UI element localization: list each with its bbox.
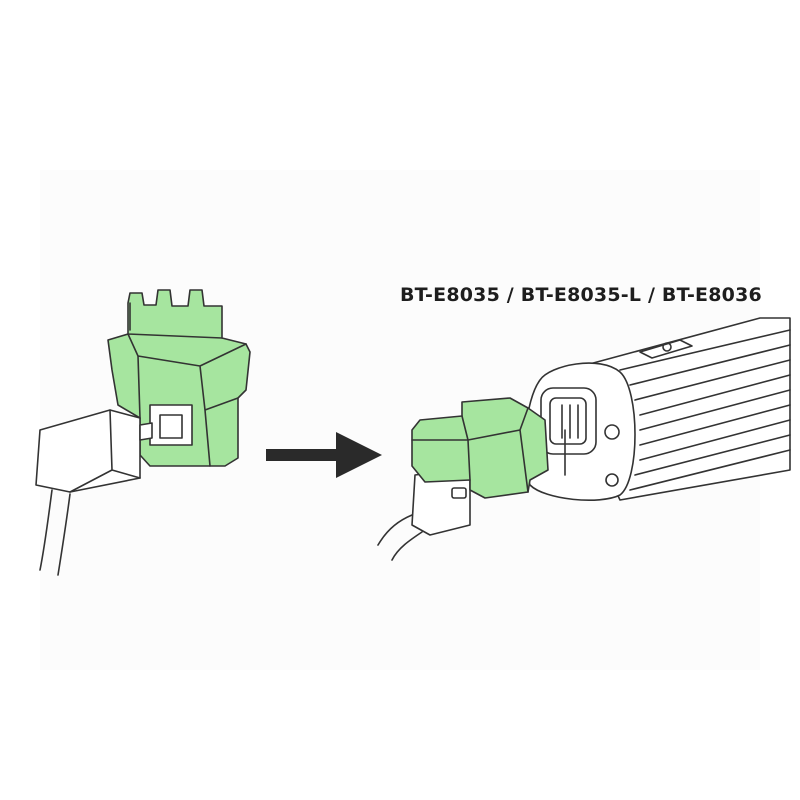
charger-plug-left-icon xyxy=(35,409,153,576)
adapter-left-icon xyxy=(107,289,251,467)
battery-icon xyxy=(524,317,791,501)
battery-model-label: BT-E8035 / BT-E8035-L / BT-E8036 xyxy=(400,284,762,306)
arrow-right-icon xyxy=(266,432,382,478)
adapter-right-icon xyxy=(411,397,549,499)
